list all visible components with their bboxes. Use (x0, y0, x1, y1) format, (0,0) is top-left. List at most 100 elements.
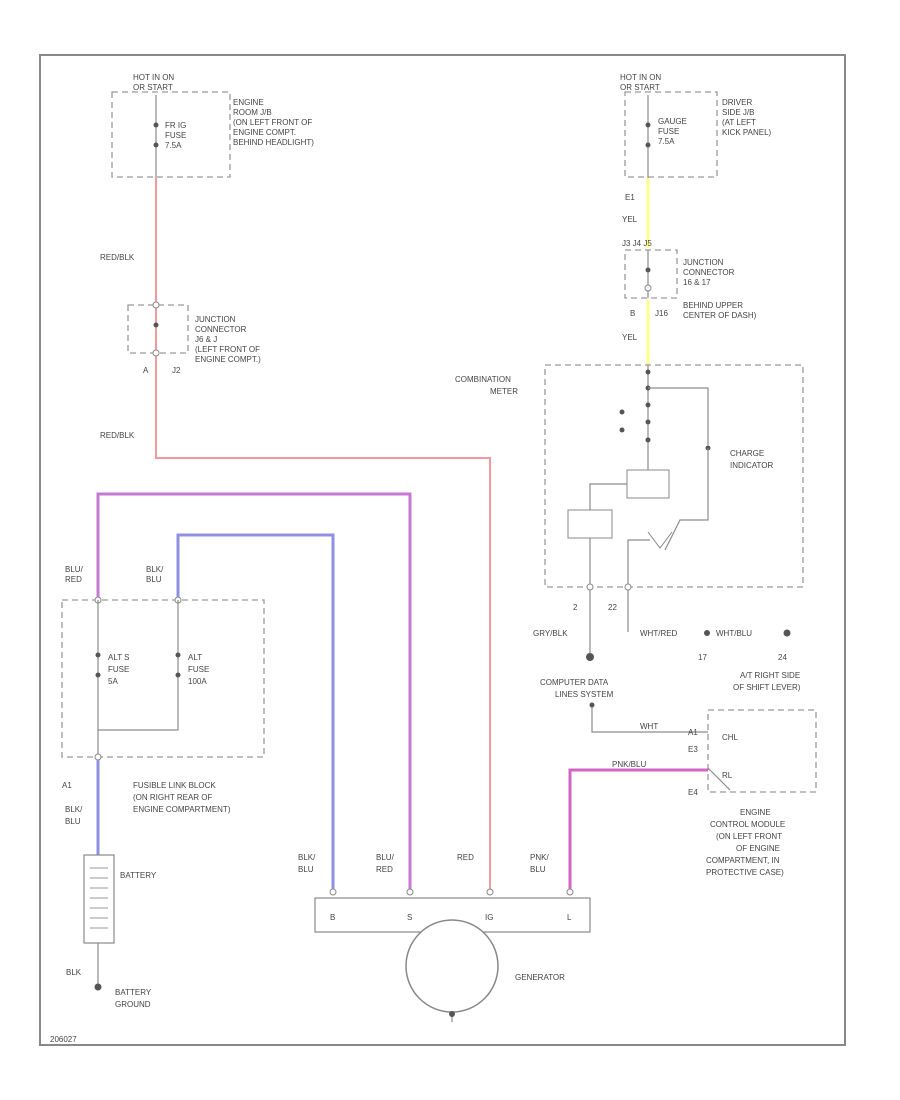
wht-label: WHT (640, 722, 658, 731)
fuse-terminal (153, 122, 159, 128)
wht-blu-label: WHT/BLU (716, 629, 752, 638)
fusible-link-label: FUSIBLE LINK BLOCK (133, 781, 216, 790)
j2-label-4: (LEFT FRONT OF (195, 345, 260, 354)
alt-fuse-word: FUSE (188, 665, 209, 674)
blu-red-top-label-2: RED (65, 575, 82, 584)
right-hot-label: HOT IN ON (620, 73, 661, 82)
ecm-label-2: CONTROL MODULE (710, 820, 785, 829)
ecm-chl-label: CHL (722, 733, 739, 742)
driver-jb-label-3: (AT LEFT (722, 118, 756, 127)
battery-cells-icon (90, 867, 108, 929)
fuse-terminal (645, 122, 651, 128)
data-link-label: COMPUTER DATA (540, 678, 609, 687)
blk-blu-top-label-2: BLU (146, 575, 162, 584)
data-link-point (589, 702, 595, 708)
j16-pin-b: B (630, 309, 635, 318)
meter-ic-block (626, 469, 670, 499)
ground-point (586, 653, 594, 661)
ecm-label-4: OF ENGINE (736, 844, 780, 853)
gen-ig-wire-label: RED (457, 853, 474, 862)
battery-ground-label-2: GROUND (115, 1000, 151, 1009)
at-shift-lever-label: A/T RIGHT SIDE (740, 671, 800, 680)
junction-terminal (645, 267, 651, 273)
blu-red-top-label: BLU/ (65, 565, 84, 574)
j16-label-5: CENTER OF DASH) (683, 311, 757, 320)
gen-terminal-l: L (567, 913, 572, 922)
charge-indicator-label: CHARGE (730, 449, 764, 458)
j16-id: J16 (655, 309, 668, 318)
junction-terminal (153, 322, 159, 328)
left-hot-sub-label: OR START (133, 83, 173, 92)
driver-jb-label-4: KICK PANEL) (722, 128, 772, 137)
junction-pin (152, 349, 160, 357)
gen-b-wire-label-2: BLU (298, 865, 314, 874)
right-hot-sub-label: OR START (620, 83, 660, 92)
ecm-label-6: PROTECTIVE CASE) (706, 868, 784, 877)
yel-label-2: YEL (622, 333, 638, 342)
meter-terminal (645, 437, 651, 443)
ecm-rl-label: RL (722, 771, 733, 780)
fr-ig-fuse-rating: 7.5A (165, 141, 182, 150)
j2-id: J2 (172, 366, 181, 375)
pin-17-label: 17 (698, 653, 707, 662)
fuse-terminal (175, 652, 181, 658)
ecm-pin-e4: E4 (688, 788, 698, 797)
pin-24-label: 24 (778, 653, 787, 662)
j2-label-2: CONNECTOR (195, 325, 247, 334)
charge-indicator-label-2: INDICATOR (730, 461, 773, 470)
engine-room-jb-label-5: BEHIND HEADLIGHT) (233, 138, 314, 147)
gen-pin-s (406, 888, 414, 896)
junction-j16-box (624, 249, 678, 299)
figure-code: 206027 (50, 1035, 77, 1044)
fusible-pin (94, 753, 102, 761)
generator-label: GENERATOR (515, 973, 565, 982)
ecm-pin-a1: A1 (688, 728, 698, 737)
pin-22-label: 22 (608, 603, 617, 612)
gen-l-wire-label-2: BLU (530, 865, 546, 874)
alt-s-fuse-rating: 5A (108, 677, 118, 686)
gen-terminal-ig: IG (485, 913, 493, 922)
red-blk-label-1: RED/BLK (100, 253, 135, 262)
engine-room-jb-label-2: ROOM J/B (233, 108, 272, 117)
gen-s-wire-label-2: RED (376, 865, 393, 874)
alt-s-fuse-word: FUSE (108, 665, 129, 674)
diagram-frame (39, 54, 846, 1046)
blk-blu-top-label: BLK/ (146, 565, 164, 574)
meter-terminal (645, 419, 651, 425)
generator-ground-icon (449, 1011, 455, 1017)
j16-label-3: 16 & 17 (683, 278, 711, 287)
pin-e1: E1 (625, 193, 635, 202)
gauge-fuse-rating: 7.5A (658, 137, 675, 146)
alt-fuse-name: ALT (188, 653, 202, 662)
battery-ground-label: BATTERY (115, 988, 152, 997)
junction-j2-box (127, 304, 189, 354)
left-hot-label: HOT IN ON (133, 73, 174, 82)
alt-s-fuse-name: ALT S (108, 653, 130, 662)
meter-terminal (619, 427, 625, 433)
driver-jb-label-1: DRIVER (722, 98, 752, 107)
transistor-icon (647, 531, 673, 549)
battery-ground-icon (94, 983, 102, 991)
engine-room-jb-label-3: (ON LEFT FRONT OF (233, 118, 312, 127)
ecm-pin-e3: E3 (688, 745, 698, 754)
gauge-fuse-name: GAUGE (658, 117, 687, 126)
meter-pin-22 (624, 583, 632, 591)
j16-label-4: BEHIND UPPER (683, 301, 743, 310)
shift-lever-connector (704, 630, 710, 636)
pin-2-label: 2 (573, 603, 578, 612)
fusible-pin-a1: A1 (62, 781, 72, 790)
blk-ground-label: BLK (66, 968, 82, 977)
fuse-terminal (153, 142, 159, 148)
j2-label-3: J6 & J (195, 335, 217, 344)
fuse-terminal (645, 142, 651, 148)
batt-wire-label: BLK/ (65, 805, 83, 814)
gauge-fuse-word: FUSE (658, 127, 679, 136)
blu-red-wire (96, 492, 412, 890)
j2-label-5: ENGINE COMPT.) (195, 355, 261, 364)
yel-label-1: YEL (622, 215, 638, 224)
fuse-terminal (95, 672, 101, 678)
fuse-terminal (175, 672, 181, 678)
meter-pin-2 (586, 583, 594, 591)
fuse-terminal (95, 652, 101, 658)
j2-label-1: JUNCTION (195, 315, 236, 324)
